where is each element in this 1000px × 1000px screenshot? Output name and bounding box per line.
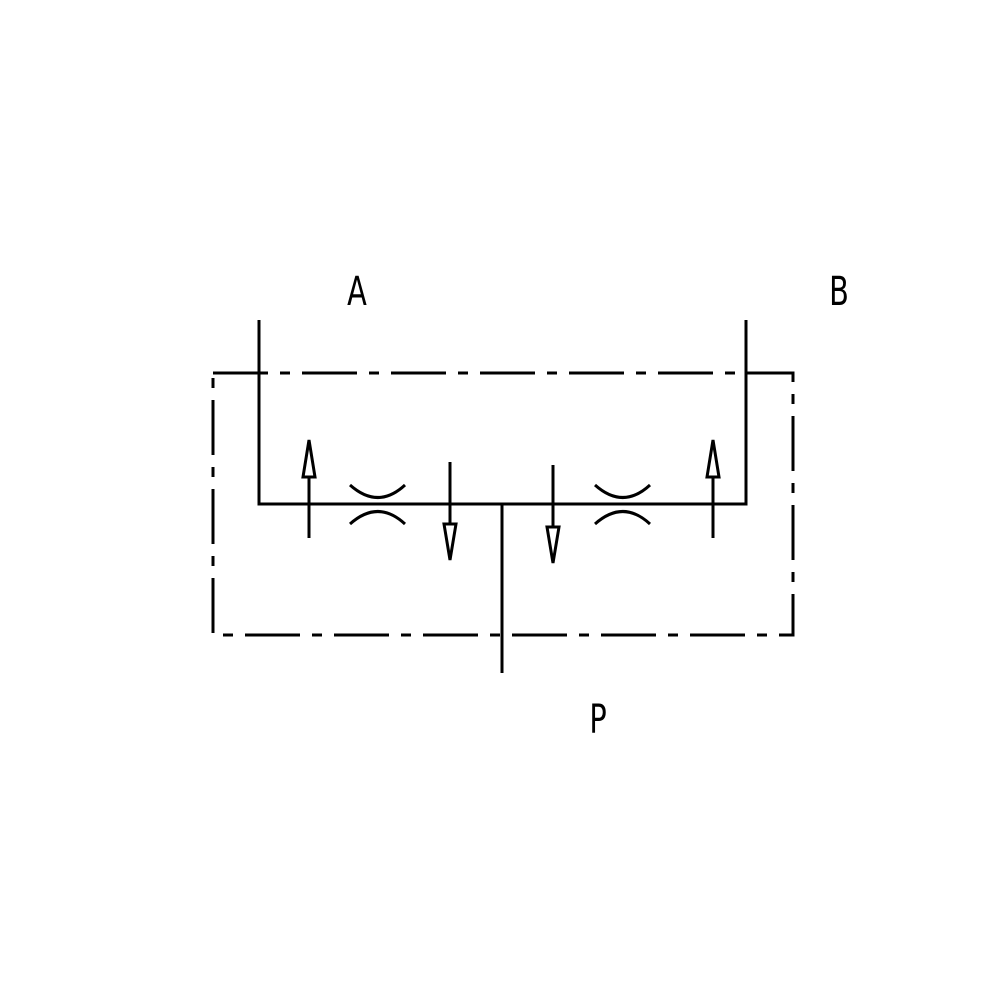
- orifice-left: [349, 483, 407, 526]
- flow-arrow-up-right: [705, 439, 721, 538]
- port-label-b: B: [829, 267, 849, 314]
- flow-arrow-up-left: [301, 439, 317, 538]
- valve-body-dashed-enclosure: [211, 371, 795, 637]
- line-port-b: [502, 320, 748, 506]
- port-label-p: P: [589, 695, 606, 742]
- line-port-a: [257, 320, 502, 506]
- orifice-right: [594, 483, 652, 526]
- flow-arrow-down-right: [545, 465, 561, 564]
- port-label-a: A: [347, 267, 367, 314]
- flow-arrow-down-left: [442, 462, 458, 561]
